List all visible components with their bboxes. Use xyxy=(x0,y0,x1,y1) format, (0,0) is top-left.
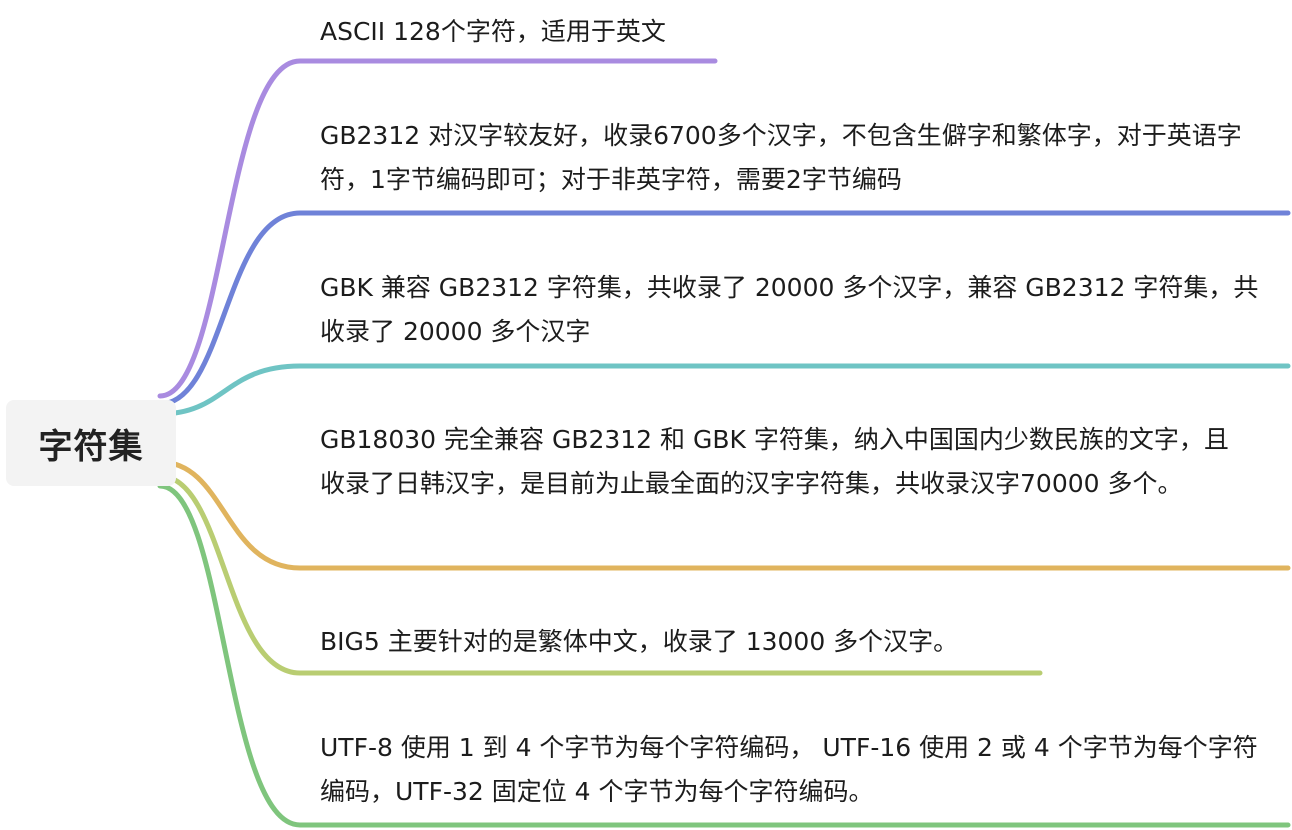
branch-1-text[interactable]: ASCII 128个字符，适用于英文 xyxy=(320,17,666,46)
root-node[interactable]: 字符集 xyxy=(6,400,176,486)
branch-2-connector xyxy=(157,210,1291,407)
branch-4-connector xyxy=(157,459,1291,571)
branch-3-connector xyxy=(157,363,1291,417)
branch-6-text[interactable]: UTF-8 使用 1 到 4 个字节为每个字符编码， UTF-16 使用 2 或… xyxy=(320,733,1258,806)
branch-4-text[interactable]: GB18030 完全兼容 GB2312 和 GBK 字符集，纳入中国国内少数民族… xyxy=(320,425,1229,498)
branch-1-connector xyxy=(157,58,718,399)
branch-2-text[interactable]: GB2312 对汉字较友好，收录6700多个汉字，不包含生僻字和繁体字，对于英语… xyxy=(320,121,1242,194)
branch-6-connector xyxy=(157,483,1291,828)
branch-5-connector xyxy=(157,473,1043,676)
root-label: 字符集 xyxy=(38,426,144,467)
branch-5-text[interactable]: BIG5 主要针对的是繁体中文，收录了 13000 多个汉字。 xyxy=(320,627,959,656)
branch-3-text[interactable]: GBK 兼容 GB2312 字符集，共收录了 20000 多个汉字，兼容 GB2… xyxy=(320,273,1259,346)
mindmap-connectors xyxy=(157,58,1291,828)
